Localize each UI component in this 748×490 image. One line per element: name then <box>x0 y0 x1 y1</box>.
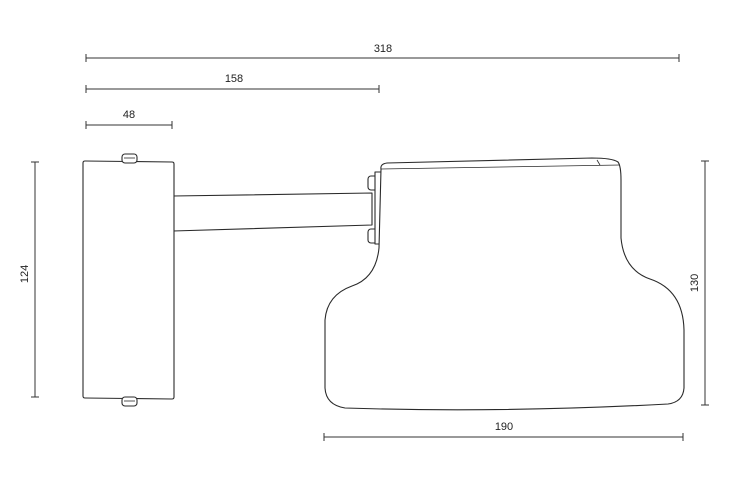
dimension-arm-length: 158 <box>85 73 380 93</box>
dimension-label-158: 158 <box>225 73 243 85</box>
shade-bracket <box>367 171 383 245</box>
dimension-label-318: 318 <box>374 43 392 55</box>
dimension-label-130: 130 <box>689 274 701 292</box>
dimension-shade-diameter: 190 <box>323 421 684 441</box>
wall-base <box>82 153 175 407</box>
bottom-screw <box>121 396 138 407</box>
lamp-shade <box>324 157 685 411</box>
dimension-shade-height: 130 <box>689 160 709 406</box>
lamp-arm <box>172 192 373 232</box>
dimension-overall-width: 318 <box>85 43 680 62</box>
dimension-label-124: 124 <box>19 265 31 283</box>
dimension-base-height: 124 <box>19 161 39 398</box>
dimension-label-48: 48 <box>123 109 135 121</box>
dimension-label-190: 190 <box>495 421 513 433</box>
dimension-base-depth: 48 <box>85 109 173 129</box>
top-screw <box>121 153 138 164</box>
